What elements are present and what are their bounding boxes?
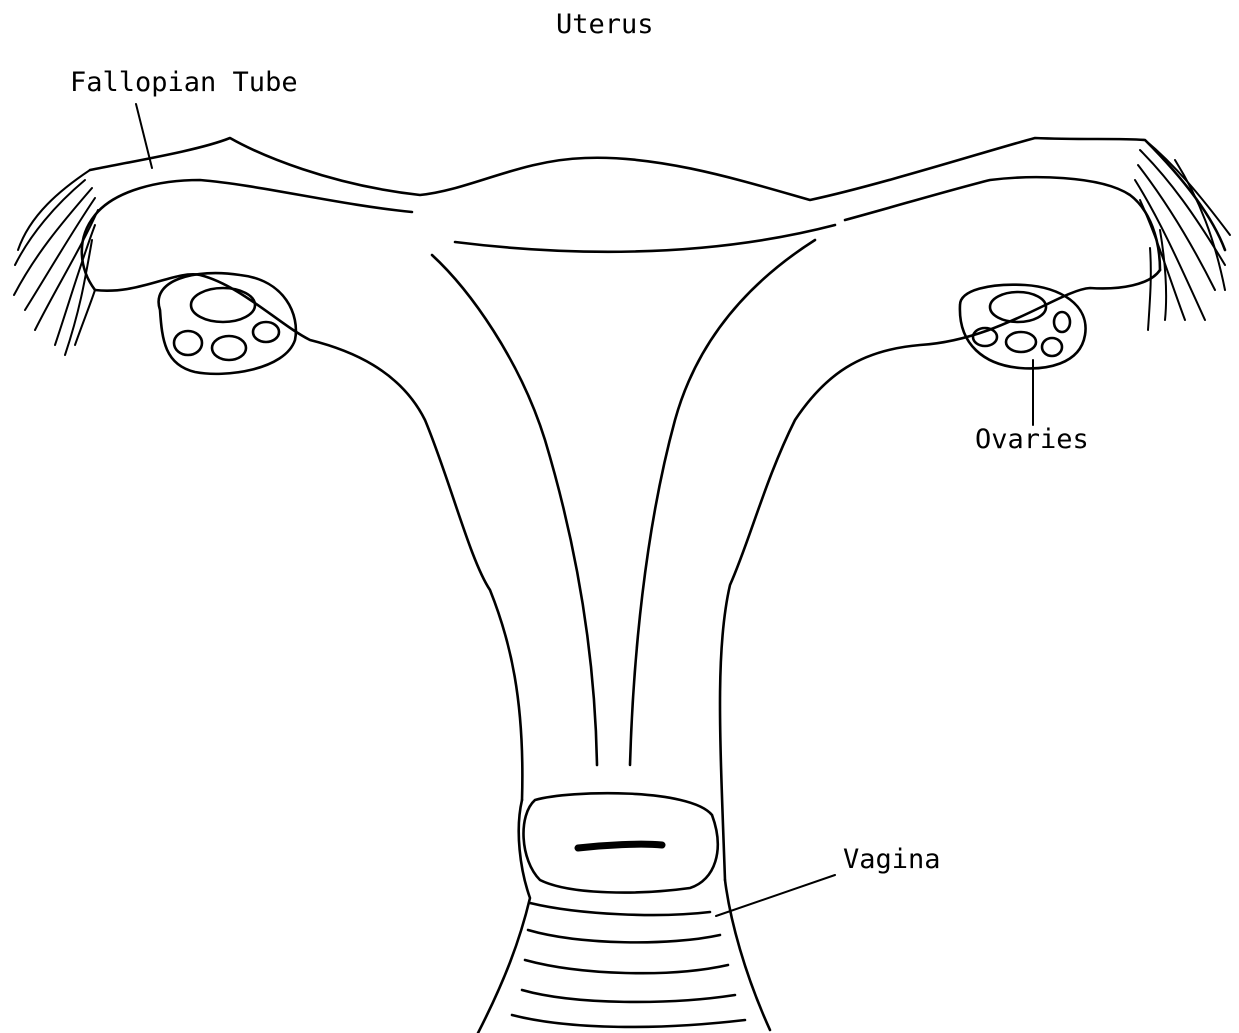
cervix [524,793,718,892]
fundus-inner-curve [455,225,835,252]
right-ovary [960,285,1086,369]
right-body-side [720,270,1160,880]
uterus-outline [90,138,1225,250]
left-fimbriae [14,170,98,355]
ovaries-label: Ovaries [975,425,1089,455]
right-tube-lower-edge [845,177,1160,270]
diagram-title: Uterus [556,10,654,40]
fallopian-tube-label: Fallopian Tube [70,68,298,98]
vaginal-canal [478,800,770,1033]
cavity-right-line [630,240,815,765]
vagina-label: Vagina [843,845,941,875]
left-ovary [159,273,296,374]
right-fimbriae [1135,140,1230,330]
vagina-leader [716,875,835,916]
left-tube-lower-edge [82,180,412,290]
left-body-side [95,274,522,800]
